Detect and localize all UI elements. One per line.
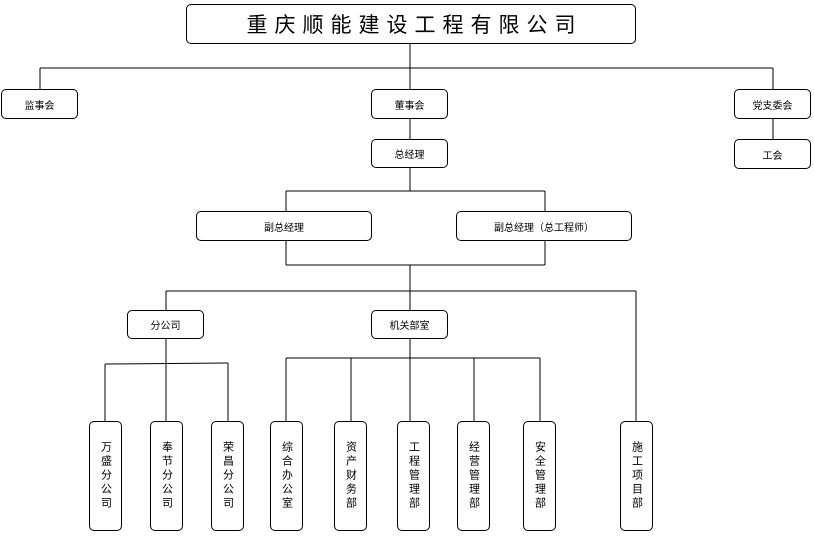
deputy-gm-chief-engineer-box: 副总经理（总工程师） xyxy=(456,211,632,241)
company-title: 重庆顺能建设工程有限公司 xyxy=(186,4,636,44)
deputy-gm-box: 副总经理 xyxy=(196,211,372,241)
connector xyxy=(104,362,229,365)
project-department-box: 施工项目部 xyxy=(620,421,653,531)
department-box: 资产财务部 xyxy=(334,421,367,531)
union-box: 工会 xyxy=(734,139,811,169)
department-box: 工程管理部 xyxy=(397,421,430,531)
branch-box: 奉节分公司 xyxy=(150,421,183,531)
branch-box: 万盛分公司 xyxy=(89,421,122,531)
general-manager-box: 总经理 xyxy=(371,139,448,168)
admin-departments-box: 机关部室 xyxy=(371,310,448,339)
department-box: 综合办公室 xyxy=(270,421,303,531)
branch-companies-box: 分公司 xyxy=(127,310,204,339)
department-box: 经营管理部 xyxy=(457,421,490,531)
branch-box: 荣昌分公司 xyxy=(211,421,244,531)
party-committee-box: 党支委会 xyxy=(734,89,811,119)
supervisors-box: 监事会 xyxy=(1,89,78,119)
department-box: 安全管理部 xyxy=(523,421,556,531)
board-box: 董事会 xyxy=(371,89,448,119)
